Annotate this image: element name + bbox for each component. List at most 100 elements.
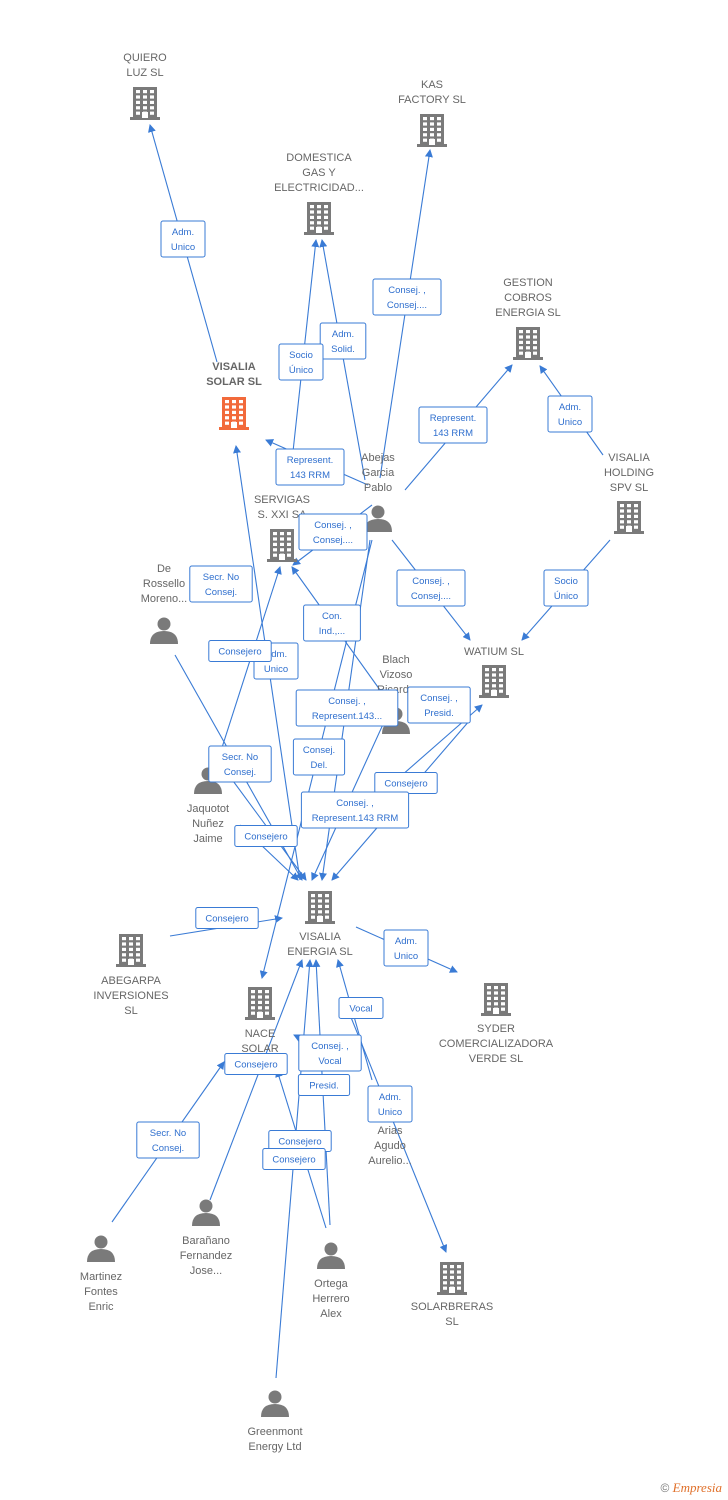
relation-badge[interactable]: Adm.Unico bbox=[367, 1085, 413, 1123]
relation-badge[interactable]: Adm.Unico bbox=[383, 929, 429, 967]
relation-badge[interactable]: Adm.Unico bbox=[160, 220, 206, 258]
relation-badge-text: Consej. , bbox=[311, 1041, 349, 1052]
relation-badge[interactable]: Consejero bbox=[234, 825, 298, 847]
node-label: Jose... bbox=[190, 1265, 222, 1277]
relation-badge-text: Secr. No bbox=[203, 572, 239, 583]
node-label: GESTION bbox=[503, 277, 553, 289]
relation-badge[interactable]: Secr. No Consej. bbox=[189, 565, 253, 603]
relation-badge-text: Consejero bbox=[272, 1155, 315, 1166]
relation-badge-text: Consej. bbox=[303, 745, 335, 756]
building-icon bbox=[305, 891, 335, 924]
relation-badge[interactable]: Consej. ,Consej.... bbox=[372, 278, 442, 316]
relation-badge-text: Presid. bbox=[309, 1081, 339, 1092]
relation-badge[interactable]: Consej. ,Represent.143... bbox=[295, 689, 399, 727]
relation-badge[interactable]: Consejero bbox=[195, 907, 259, 929]
relation-badge[interactable]: Consejero bbox=[224, 1053, 288, 1075]
node-label: QUIERO bbox=[123, 52, 167, 64]
node-label: De bbox=[157, 563, 171, 575]
relation-edge-jaquotot-servigas bbox=[217, 566, 282, 761]
node-label: Martinez bbox=[80, 1271, 122, 1283]
relation-badge-text: Consej. , bbox=[328, 696, 366, 707]
relation-badge[interactable]: Consej.Del. bbox=[292, 738, 346, 776]
node-quiero[interactable]: QUIERO LUZ SL bbox=[123, 52, 167, 120]
relation-badge[interactable]: Con.Ind.,... bbox=[303, 604, 361, 642]
relation-badge-text: Vocal bbox=[318, 1056, 341, 1067]
person-icon bbox=[87, 1235, 115, 1262]
relation-badge-text: Consej. , bbox=[314, 520, 352, 531]
node-label: Nuñez bbox=[192, 818, 224, 830]
node-label: ENERGIA SL bbox=[495, 307, 560, 319]
node-label: Energy Ltd bbox=[248, 1441, 301, 1453]
relation-badge[interactable]: Consejero bbox=[262, 1148, 326, 1170]
relation-badge[interactable]: Adm.Unico bbox=[547, 395, 593, 433]
relation-badge[interactable]: Represent.143 RRM bbox=[275, 448, 345, 486]
relation-badge[interactable]: Consej. ,Consej.... bbox=[396, 569, 466, 607]
node-label: Moreno... bbox=[141, 593, 187, 605]
node-label: Blach bbox=[382, 654, 410, 666]
relation-badge[interactable]: Consej. ,Consej.... bbox=[298, 513, 368, 551]
relation-badge[interactable]: Consejero bbox=[208, 640, 272, 662]
relation-badge[interactable]: Represent.143 RRM bbox=[418, 406, 488, 444]
node-label: SL bbox=[445, 1316, 458, 1328]
node-barañano[interactable]: BarañanoFernandezJose... bbox=[180, 1199, 233, 1278]
node-label: Agudo bbox=[374, 1140, 406, 1152]
node-label: SOLARBRERAS bbox=[411, 1301, 494, 1313]
node-solarbreras[interactable]: SOLARBRERAS SL bbox=[411, 1262, 494, 1328]
building-icon bbox=[614, 501, 644, 534]
node-label: Fernandez bbox=[180, 1250, 233, 1262]
relation-badge[interactable]: Consej. ,Represent.143 RRM bbox=[300, 791, 410, 829]
relation-badge-text: Represent. bbox=[287, 455, 333, 466]
relation-badge[interactable]: Presid. bbox=[297, 1074, 351, 1096]
relation-badge-text: Consejero bbox=[218, 647, 261, 658]
person-icon bbox=[261, 1390, 289, 1417]
node-label: S. XXI SA bbox=[258, 509, 308, 521]
node-label: Garcia bbox=[362, 467, 395, 479]
relation-badge[interactable]: Adm.Solid. bbox=[319, 322, 367, 360]
node-label: Rossello bbox=[143, 578, 185, 590]
node-derossello[interactable]: DeRosselloMoreno... bbox=[141, 563, 187, 644]
relation-badge-text: Adm. bbox=[172, 227, 194, 238]
relation-badge-text: Consej. , bbox=[336, 798, 374, 809]
brand-logo: Empresia bbox=[672, 1480, 722, 1495]
node-label: Ortega bbox=[314, 1278, 349, 1290]
relation-badge-text: Consej.... bbox=[411, 591, 451, 602]
relation-badge[interactable]: Consej. ,Presid. bbox=[407, 686, 471, 724]
relation-badge-text: Adm. bbox=[379, 1092, 401, 1103]
relation-badge-text: Consej. bbox=[205, 587, 237, 598]
node-label: LUZ SL bbox=[126, 67, 163, 79]
building-icon bbox=[130, 87, 160, 120]
footer-brand: © Empresia bbox=[660, 1480, 722, 1496]
node-label: Herrero bbox=[312, 1293, 349, 1305]
relation-badge-text: Unico bbox=[558, 417, 582, 428]
relation-badge[interactable]: Consej. , Vocal bbox=[298, 1034, 362, 1072]
person-icon bbox=[364, 505, 392, 532]
relation-badge[interactable]: Consejero bbox=[268, 1130, 332, 1152]
relation-badge[interactable]: Vocal bbox=[338, 997, 384, 1019]
node-label: SOLAR SL bbox=[206, 376, 262, 388]
node-watium[interactable]: WATIUM SL bbox=[464, 646, 524, 698]
building-icon bbox=[219, 397, 249, 430]
relation-badge[interactable]: Consejero bbox=[374, 772, 438, 794]
relation-edge-barañano-visalia_energia bbox=[209, 959, 304, 1201]
relation-badge-text: Consejero bbox=[205, 914, 248, 925]
